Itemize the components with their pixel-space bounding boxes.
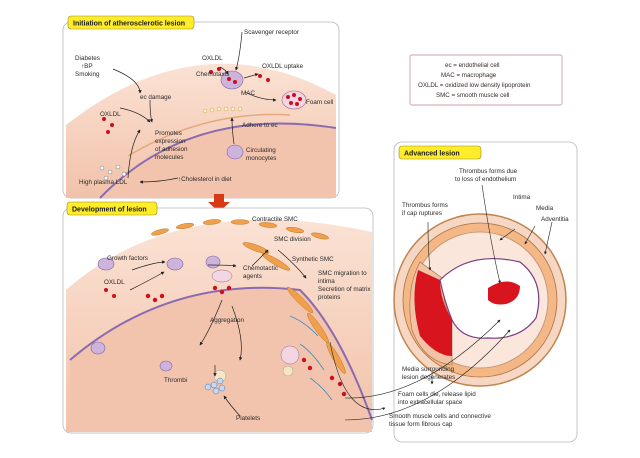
scavenger-receptor-label: Scavenger receptor (244, 29, 299, 36)
thrombus-cap-line2: if cap ruptures (402, 210, 442, 217)
thrombi-label: Thrombi (164, 377, 187, 384)
oxldl-dots (102, 67, 270, 134)
foam-cell-label: Foam cell (306, 99, 333, 106)
mac-label: MAC (241, 90, 255, 97)
abbreviation-legend: ec = endothelial cell MAC = macrophage O… (409, 54, 563, 106)
initiation-labels: Scavenger receptor Diabetes ↑BP Smoking … (75, 29, 333, 186)
thrombus-cap-line1: Thrombus forms (402, 202, 448, 209)
legend-oxldl: OXLDL = oxidized low density lipoprotein (418, 82, 531, 89)
foam-cell (281, 90, 307, 110)
chol-diet-label: ↑Cholesterol in diet (178, 176, 232, 183)
development-panel: Development of lesion Contractile SMC SM… (62, 201, 374, 434)
promotes-line1: Promotes (155, 130, 182, 137)
initiation-panel: Initiation of atherosclerotic lesion Sca… (62, 15, 340, 199)
media-surrounding-line2: lesion degenerates (402, 374, 455, 381)
contractile-smc-label: Contractile SMC (252, 216, 298, 223)
advanced-labels: Thrombus forms due to loss of endotheliu… (389, 168, 569, 428)
chemotactic-line1: Chemotactic (243, 265, 278, 272)
circulating-monocyte (226, 144, 244, 160)
development-labels: Contractile SMC SMC division Synthetic S… (104, 216, 371, 422)
migration-line2: intima (318, 278, 335, 285)
development-arrows (129, 249, 307, 417)
macrophage (220, 70, 244, 90)
chemotaxis-label: Chemotaxis (196, 71, 229, 78)
endothelial-cells (202, 106, 243, 114)
initiation-title: Initiation of atherosclerotic lesion (67, 15, 195, 30)
vessel-cross-section (393, 213, 567, 387)
promotes-line2: expression (155, 138, 186, 145)
advanced-title-text: Advanced lesion (404, 151, 460, 158)
intima-label: Intima (513, 194, 531, 201)
smooth-muscle-line2: tissue form fibrous cap (389, 421, 453, 428)
circulating-line2: monocytes (246, 155, 276, 162)
circulating-line1: Circulating (246, 147, 276, 154)
foam-die-line1: Foam cells die, release lipid (398, 391, 476, 398)
ec-damage-label: ec damage (140, 94, 172, 101)
initiation-arrows (112, 31, 277, 184)
bp-label: ↑BP (81, 63, 93, 70)
promotes-line3: of adhesion (155, 146, 188, 153)
migration-line1: SMC migration to (318, 270, 367, 277)
advanced-panel: Advanced lesion Thrombus forms due to lo… (329, 141, 578, 443)
media-label: Media (536, 205, 554, 212)
adventitia-label: Adventitia (541, 216, 569, 223)
oxldl-top-label: OXLDL (202, 55, 223, 62)
synthetic-smc-label: Synthetic SMC (292, 256, 334, 263)
development-foam-cells (104, 285, 347, 397)
ldl-particles (99, 164, 127, 181)
legend-ec: ec = endothelial cell (445, 62, 500, 69)
growth-factors-label: Growth factors (107, 255, 148, 262)
progression-arrow (208, 194, 230, 212)
smooth-muscle-cells (151, 219, 346, 374)
matrix-fibers (289, 315, 333, 401)
initiation-title-text: Initiation of atherosclerotic lesion (73, 21, 185, 28)
legend-mac: MAC = macrophage (441, 72, 497, 79)
smc-division-label: SMC division (274, 236, 311, 243)
migration-line3: Secretion of matrix (318, 286, 371, 293)
oxldl-dev-label: OXLDL (104, 279, 125, 286)
development-title: Development of lesion (66, 201, 158, 216)
diabetes-label: Diabetes (75, 55, 100, 62)
high-ldl-label: High plasma LDL (79, 179, 128, 186)
chemotactic-line2: agents (243, 273, 262, 280)
migration-line4: proteins (318, 294, 340, 301)
oxldl-left-label: OXLDL (100, 111, 121, 118)
smoking-label: Smoking (75, 71, 100, 78)
aggregation-label: Aggregation (210, 317, 244, 324)
legend-smc: SMC = smooth muscle cell (436, 92, 509, 99)
media-surrounding-line1: Media surrounding (402, 366, 455, 373)
oxldl-uptake-label: OXLDL uptake (262, 63, 304, 70)
advanced-pointers (329, 184, 553, 421)
thrombus-endo-line2: to loss of endothelium (455, 176, 516, 183)
development-title-text: Development of lesion (72, 207, 147, 214)
promotes-line4: molecules (155, 154, 183, 161)
adhere-label: Adhere to ec (242, 122, 278, 129)
thrombus-cluster (204, 377, 226, 395)
advanced-title: Advanced lesion (398, 145, 482, 160)
smooth-muscle-line1: Smooth muscle cells and connective (389, 413, 491, 420)
foam-die-line2: into extracellular space (398, 399, 463, 406)
platelets-label: Platelets (236, 415, 260, 422)
thrombus-endo-line1: Thrombus forms due (459, 168, 518, 175)
